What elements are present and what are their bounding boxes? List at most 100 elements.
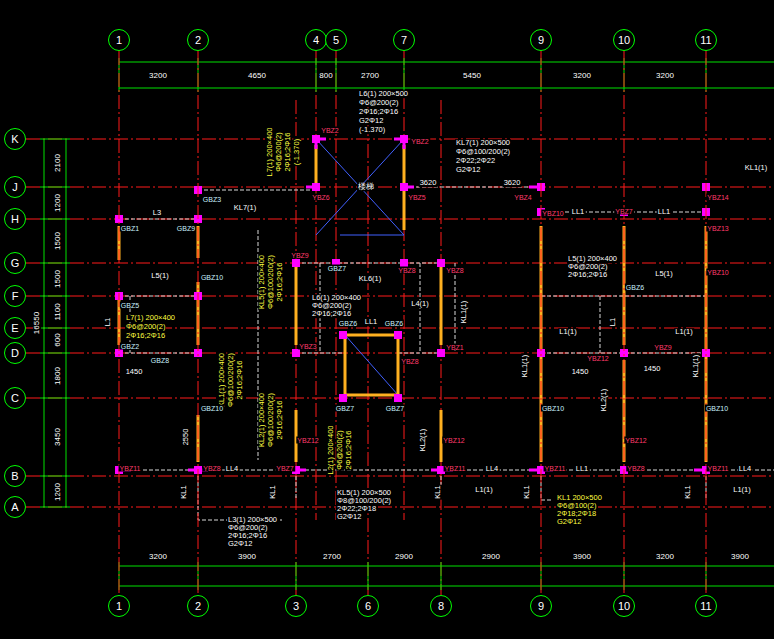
column-label: YBZ1	[445, 344, 465, 351]
column-label: YBZ6	[311, 194, 331, 201]
dimension-text: 3900	[730, 553, 750, 561]
grid-axis-label: K	[11, 134, 18, 145]
column-label: YBZ4	[513, 194, 533, 201]
grid-axis-label: 4	[313, 35, 319, 46]
grid-axis-label: 5	[333, 35, 339, 46]
dimension-lines	[40, 58, 774, 590]
grid-axis-label: 10	[618, 601, 630, 612]
column-label: YBZ10	[541, 210, 564, 217]
dimension-text: 3200	[572, 72, 592, 80]
grid-axis-label: 2	[195, 601, 201, 612]
beam-label: KL1	[523, 484, 531, 499]
beam-lines	[119, 187, 774, 520]
column-label: YBZ2	[320, 127, 340, 134]
beam-label: LL4	[225, 465, 240, 473]
beam-callout: 2Φ16;2Φ16	[276, 399, 284, 440]
grid-bubble: E	[4, 317, 26, 339]
column-label: YBZ3	[298, 343, 318, 350]
column-label: YBZ5	[407, 194, 427, 201]
beam-label: 3620	[419, 179, 438, 187]
grid-bubble: B	[4, 465, 26, 487]
boundary-columns	[115, 135, 710, 474]
column-label: YBZ9	[290, 252, 310, 259]
axis-grid-line	[706, 51, 707, 595]
beam-callout: G2Φ12	[556, 518, 582, 526]
column-label: GBZ9	[176, 225, 196, 232]
beam-callout: (-1.370)	[358, 126, 386, 134]
grid-axis-label: 9	[538, 35, 544, 46]
grid-axis-label: 1	[116, 35, 122, 46]
column-label: YBZ10	[706, 269, 729, 276]
beam-label: LL1	[571, 208, 586, 216]
stair-and-shaft-lines	[316, 139, 404, 395]
grid-axis-label: C	[11, 393, 19, 404]
axis-grid-line	[198, 51, 199, 595]
beam-label: KL1(1)	[692, 354, 700, 379]
axis-grid-line	[541, 51, 542, 595]
beam-callout: Φ6@200(2)	[311, 302, 352, 310]
grid-bubble: H	[4, 208, 26, 230]
beam-label: L5(1)	[654, 270, 674, 278]
beam-label: 1450	[125, 368, 144, 376]
beam-label: LL4	[485, 465, 500, 473]
grid-bubble: 5	[325, 29, 347, 51]
grid-bubble: 2	[187, 595, 209, 617]
dimension-text: 3900	[572, 553, 592, 561]
grid-bubble: J	[4, 176, 26, 198]
beam-label: L5(1)	[150, 272, 170, 280]
column-label: GBZ1	[120, 225, 140, 232]
beam-label: KL1	[180, 484, 188, 499]
grid-bubble: 1	[108, 595, 130, 617]
grid-bubble: 2	[187, 29, 209, 51]
column-label: YBZ7	[275, 465, 295, 472]
beam-callout: 2Φ18;2Φ18	[556, 510, 597, 518]
beam-callout: KL2(1) 200×400	[258, 392, 266, 448]
column-label: GBZ3	[202, 196, 222, 203]
dimension-text: 1500	[54, 231, 62, 251]
column-label: YBZ7	[614, 208, 634, 215]
column-label: GBZ8	[150, 357, 170, 364]
grid-axis-label: G	[11, 258, 20, 269]
column-label: YBZ14	[706, 194, 729, 201]
grid-axis-label: J	[12, 182, 18, 193]
column-label: GBZ7	[327, 265, 347, 272]
beam-label: L1	[609, 317, 617, 327]
beam-callout: Φ6@200(2)	[275, 131, 283, 172]
beam-label: KL1	[269, 484, 277, 499]
column-outlines	[119, 139, 706, 470]
dimension-text: 2100	[54, 153, 62, 173]
beam-callout: Φ6@100/200(2)	[227, 352, 235, 408]
grid-bubble: 9	[530, 595, 552, 617]
column-label: YBZ8	[445, 267, 465, 274]
column-label: YBZ8	[397, 267, 417, 274]
column-label: GBZ10	[541, 405, 565, 412]
beam-callout: 2Φ22;2Φ22	[455, 157, 496, 165]
beam-callout: KL1(1) 200×400	[218, 352, 226, 408]
grid-bubble: K	[4, 128, 26, 150]
column-label: GBZ2	[120, 343, 140, 350]
column-label: GBZ10	[705, 405, 729, 412]
beam-callout: Φ6@200(2)	[567, 263, 608, 271]
dimension-text: 1500	[54, 269, 62, 289]
beam-callout: Φ6@100(2)	[556, 502, 597, 510]
beam-label: 1450	[643, 365, 662, 373]
column-label: GBZ6	[384, 320, 404, 327]
grid-axis-label: 11	[700, 601, 711, 612]
beam-label: KL2(1)	[600, 388, 608, 413]
beam-label: LL1	[657, 208, 672, 216]
beam-label: 2550	[182, 428, 190, 447]
column-label: YBZ12	[624, 437, 647, 444]
column-label: YBZ8	[626, 465, 646, 472]
beam-callout: 2Φ16;2Φ16	[358, 108, 399, 116]
dimension-text: 3200	[148, 553, 168, 561]
beam-label: L1	[104, 317, 112, 327]
dimension-text: 2700	[360, 72, 380, 80]
grid-axis-label: E	[11, 323, 18, 334]
dimension-text: 1200	[54, 482, 62, 502]
beam-label: 3620	[503, 179, 522, 187]
grid-axis-label: 11	[700, 35, 711, 46]
grid-axis-label: 3	[293, 601, 299, 612]
column-label: YBZ11	[119, 465, 142, 472]
beam-callout: KL1 200×500	[556, 494, 603, 502]
